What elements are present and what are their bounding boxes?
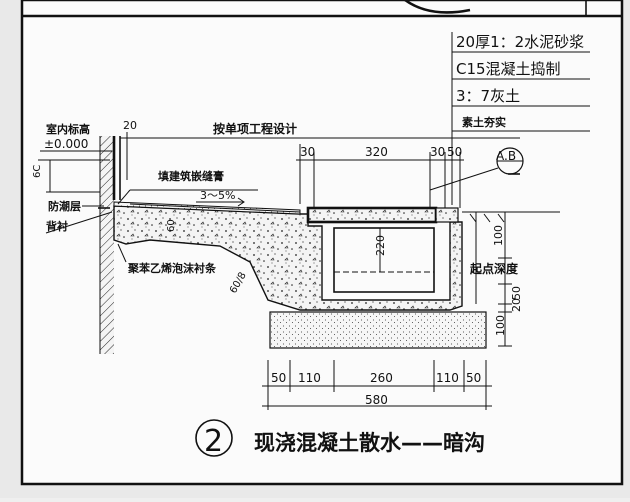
layer-concrete: C15混凝土捣制 [456, 60, 561, 78]
dim-bottom-50-right: 50 [466, 371, 481, 385]
dim-50-top: 50 [447, 145, 462, 159]
building-wall [98, 136, 128, 354]
dim-60-vertical: 60 [166, 219, 177, 232]
gc-label: 6C [32, 165, 43, 178]
top-dimension: 按单项工程设计 20 30 320 30 50 [120, 119, 520, 208]
svg-text:A.B: A.B [496, 149, 516, 163]
layer-lime-soil: 3：7灰土 [456, 87, 520, 105]
dim-bottom-260: 260 [370, 371, 393, 385]
layer-mortar: 20厚1：2水泥砂浆 [456, 33, 584, 51]
layer-compacted-soil: 素土夯实 [462, 115, 506, 129]
cover-slab [306, 206, 438, 224]
apron-concrete [113, 205, 463, 311]
sealant-label: 填建筑嵌缝膏 [158, 169, 224, 183]
dim-30-right: 30 [430, 145, 445, 159]
backing-label: 背衬 [46, 219, 68, 233]
dim-total-580: 580 [365, 393, 388, 407]
slope-label: 3～5% [200, 189, 235, 202]
right-dimensions: 100 50 20 100 起点深度 [469, 211, 523, 347]
design-note: 按单项工程设计 [213, 121, 297, 136]
dim-30-left: 30 [300, 145, 315, 159]
dim-right-bottom-100: 100 [494, 315, 507, 336]
bottom-dimensions: 50 110 260 110 50 580 [262, 360, 492, 410]
dim-right-50: 50 [510, 286, 523, 300]
base-lime-soil [269, 311, 487, 349]
drain-channel [333, 227, 435, 293]
dim-bottom-110-right: 110 [436, 371, 459, 385]
caption-number: 2 [204, 424, 223, 459]
indoor-elevation-label: 室内标高 [46, 122, 90, 136]
caption-title: 现浇混凝土散水——暗沟 [254, 431, 485, 455]
dim-right-20: 20 [510, 298, 523, 312]
start-depth-label: 起点深度 [469, 261, 519, 276]
layer-legend: 20厚1：2水泥砂浆 C15混凝土捣制 3：7灰土 素土夯实 [451, 32, 590, 205]
dim-right-100: 100 [492, 225, 505, 246]
dim-bottom-50-left: 50 [271, 371, 286, 385]
pe-strip-label: 聚苯乙烯泡沫衬条 [127, 261, 217, 275]
caption: 2 现浇混凝土散水——暗沟 [195, 419, 485, 459]
reference-mark: A.B [429, 147, 524, 191]
damp-layer-label: 防潮层 [48, 199, 81, 213]
dim-inner-depth: 220 [374, 235, 387, 256]
dim-20-top: 20 [123, 119, 137, 132]
dim-320: 320 [365, 145, 388, 159]
dim-bottom-110-left: 110 [298, 371, 321, 385]
elevation-value: ±0.000 [44, 137, 88, 151]
